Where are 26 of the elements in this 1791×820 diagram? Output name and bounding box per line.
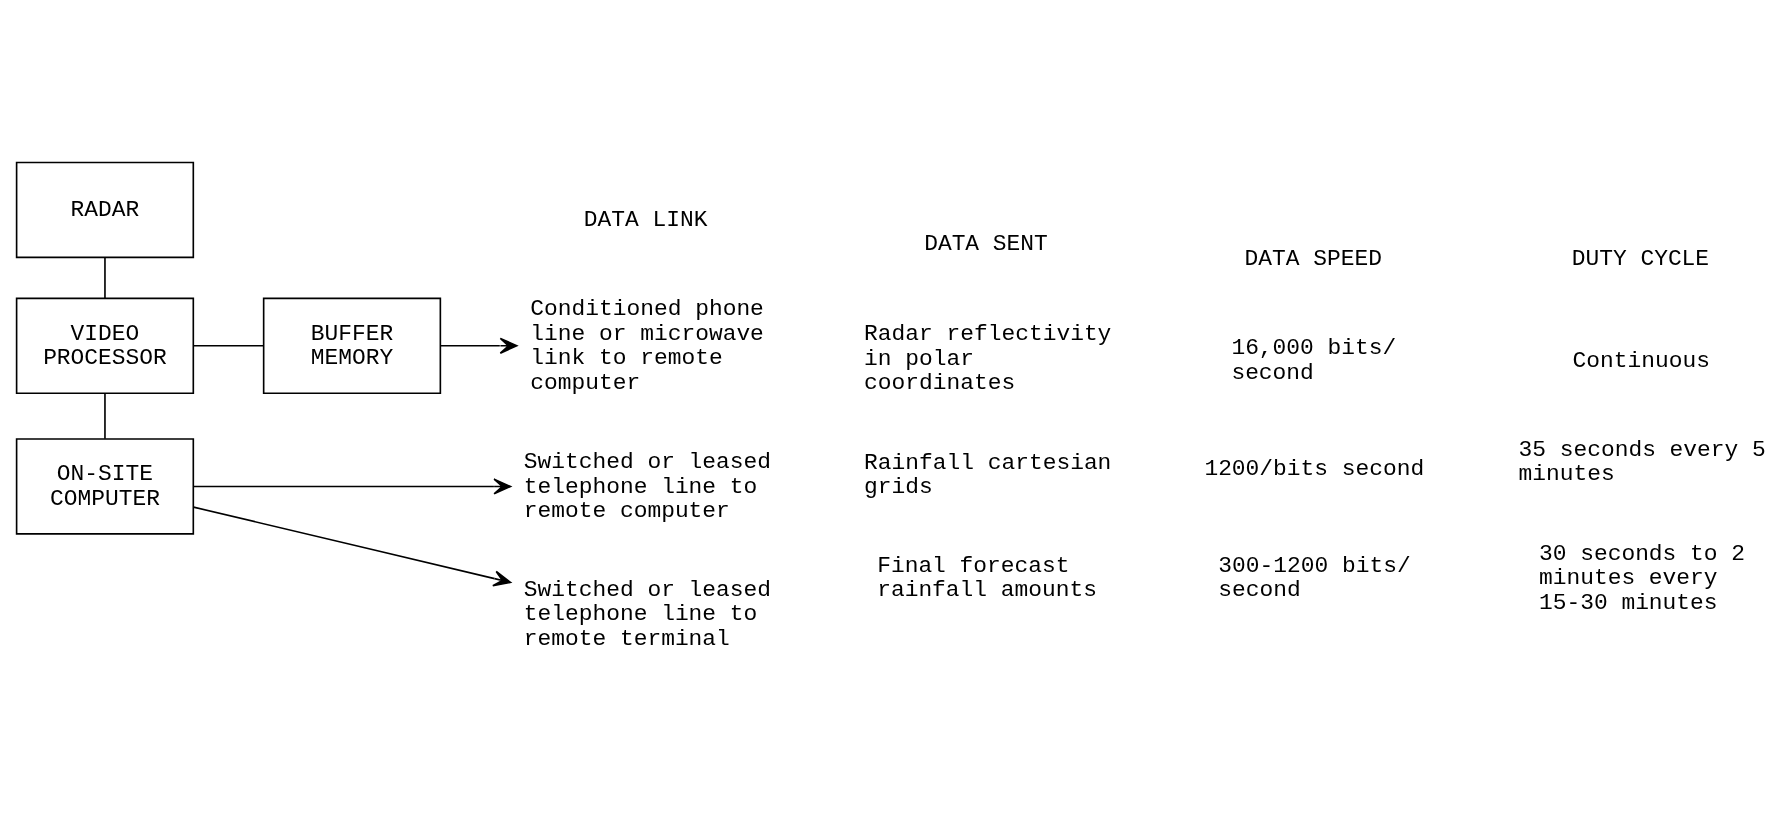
node-text: Conditioned phone line or microwave link to remote computer [529, 296, 764, 396]
label: DATA SPEED [1244, 246, 1382, 273]
label: Rainfall cartesian grids [863, 449, 1111, 501]
arrow [192, 506, 511, 587]
label: DUTY CYCLE [1571, 246, 1709, 273]
label: 16,000 bits/ second [1230, 335, 1396, 386]
node-box: ON-SITE COMPUTER [15, 438, 194, 535]
label: 30 seconds to 2 minutes every 15-30 minutes [1538, 540, 1745, 616]
arrow [192, 478, 511, 495]
label: 35 seconds every 5 minutes [1518, 436, 1766, 488]
label: 300-1200 bits/ second [1217, 552, 1411, 604]
label: 1200/bits second [1203, 455, 1424, 482]
connector [103, 392, 106, 440]
node-box: RADAR [15, 161, 194, 259]
label: Continuous [1572, 347, 1710, 374]
label: DATA SENT [923, 231, 1048, 258]
node-text: Switched or leased telephone line to remote computer [523, 449, 771, 525]
node-box: BUFFER MEMORY [262, 297, 441, 395]
label: Final forecast rainfall amounts [876, 552, 1097, 604]
label: Radar reflectivity in polar coordinates [863, 321, 1111, 397]
arrow [439, 337, 518, 354]
label: DATA LINK [583, 206, 707, 233]
connector [103, 256, 106, 299]
node-box: VIDEO PROCESSOR [15, 297, 194, 395]
connector [192, 344, 264, 347]
node-text: Switched or leased telephone line to remote terminal [523, 576, 771, 652]
